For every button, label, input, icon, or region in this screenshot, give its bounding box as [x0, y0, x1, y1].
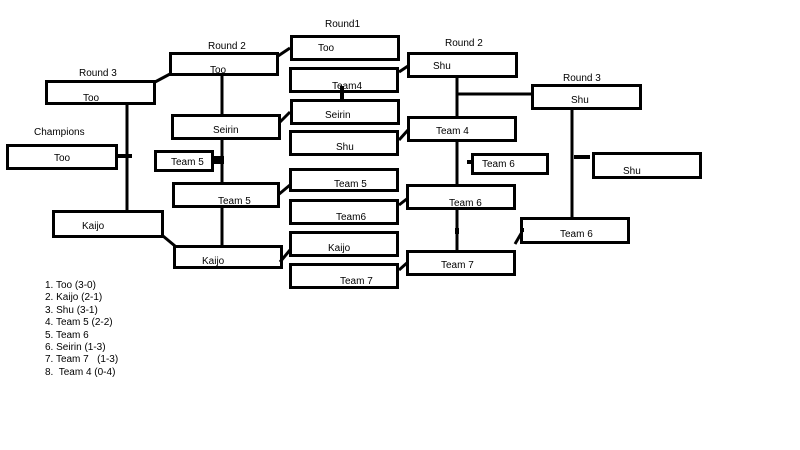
standing-item: 6. Seirin (1-3)	[45, 342, 106, 354]
team-label: Too	[83, 93, 100, 104]
team-label: Shu	[336, 142, 354, 153]
team-label: Team 6	[560, 229, 593, 240]
round1-slot-team5: Team 5	[289, 168, 399, 192]
standing-item: 1. Too (3-0)	[45, 280, 96, 291]
team-label: Team6	[336, 212, 367, 223]
left-round2-seirin: Seirin	[171, 114, 281, 140]
round1-slot-too: Too	[290, 35, 400, 61]
team-label: Too	[210, 65, 227, 76]
right-small-team6: Team 6	[471, 153, 549, 175]
team-label: Too	[318, 43, 335, 54]
final-standings-list: 1. Too (3-0) 2. Kaijo (2-1) 3. Shu (3-1)…	[45, 280, 118, 379]
left-round3-header: Round 3	[79, 68, 117, 79]
standing-item: 8. Team 4 (0-4)	[45, 366, 116, 378]
team-label: Kaijo	[82, 221, 105, 232]
standing-item: 4. Team 5 (2-2)	[45, 317, 113, 329]
team-label: Team 5	[171, 157, 204, 168]
right-round2-team6: Team 6	[406, 184, 516, 210]
team-label: Team 4	[436, 126, 469, 137]
team-label: Team 5	[218, 196, 251, 207]
round1-slot-team7: Team 7	[289, 263, 399, 289]
right-round3-team6: Team 6	[520, 217, 630, 244]
team-label: Kaijo	[328, 243, 351, 254]
standing-item: 3. Shu (3-1)	[45, 304, 98, 316]
team-label: Kaijo	[202, 256, 225, 267]
left-small-team5: Team 5	[154, 150, 214, 172]
round1-slot-seirin: Seirin	[290, 99, 400, 125]
team-label: Team4	[332, 81, 363, 92]
round1-header: Round1	[325, 19, 361, 30]
left-round2-header: Round 2	[208, 41, 246, 52]
right-round2-header: Round 2	[445, 38, 483, 49]
final-shu: Shu	[592, 152, 702, 179]
team-label: Team 6	[449, 198, 482, 209]
left-round3-too: Too	[45, 80, 156, 105]
standing-item: 7. Team 7 (1-3)	[45, 354, 119, 366]
right-round2-shu: Shu	[407, 52, 518, 78]
team-label: Seirin	[325, 110, 351, 121]
left-round2-too: Too	[169, 52, 279, 76]
standing-item: 2. Kaijo (2-1)	[45, 292, 103, 304]
team-label: Team 5	[334, 179, 367, 190]
round1-slot-team4: Team4	[289, 67, 399, 93]
round1-slot-shu: Shu	[289, 130, 399, 156]
round1-slot-team6: Team6	[289, 199, 399, 225]
round1-slot-kaijo: Kaijo	[289, 231, 399, 257]
team-label: Team 7	[441, 260, 474, 271]
team-label: Shu	[433, 61, 451, 72]
team-label: Shu	[623, 166, 641, 177]
standing-item: 5. Team 6	[45, 329, 89, 341]
team-label: Team 7	[340, 276, 373, 287]
champion-too: Too	[6, 144, 118, 170]
left-round2-kaijo: Kaijo	[173, 245, 283, 269]
team-label: Seirin	[213, 125, 239, 136]
team-label: Team 6	[482, 159, 515, 170]
left-round3-kaijo: Kaijo	[52, 210, 164, 238]
left-round2-team5: Team 5	[172, 182, 280, 208]
champions-header: Champions	[34, 127, 85, 138]
team-label: Too	[54, 153, 71, 164]
right-round3-header: Round 3	[563, 73, 601, 84]
right-round2-team7: Team 7	[406, 250, 516, 276]
right-round2-team4: Team 4	[407, 116, 517, 142]
right-round3-shu: Shu	[531, 84, 642, 110]
team-label: Shu	[571, 95, 589, 106]
